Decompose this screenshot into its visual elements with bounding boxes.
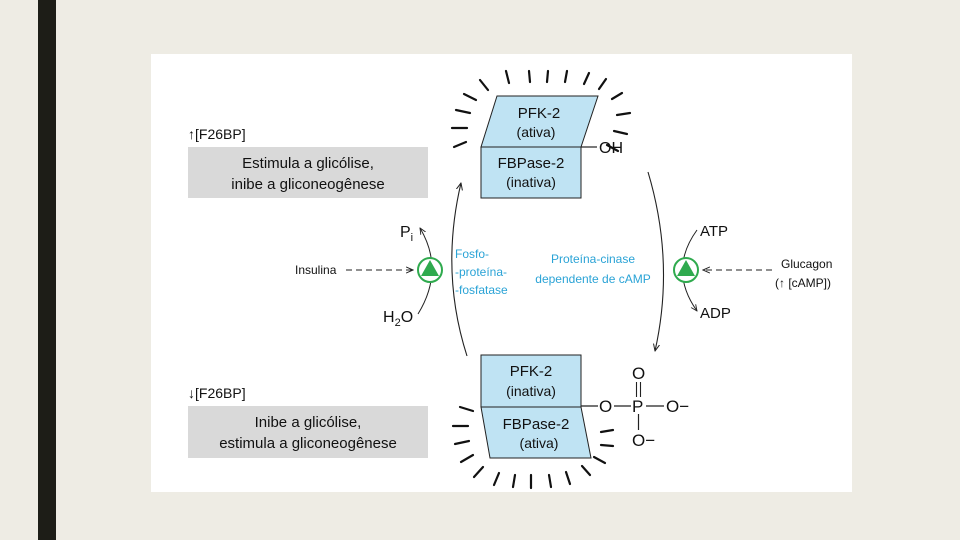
phosphate-o-right: O− — [666, 397, 689, 416]
bottom-activity-rays — [451, 405, 615, 490]
phosphate-p: P — [632, 397, 643, 416]
oh-group: OH — [599, 140, 623, 157]
top-effect-line2: inibe a gliconeogênese — [231, 176, 384, 193]
top-fbpase2-name: FBPase-2 — [498, 155, 565, 172]
phosphorylation-arrow — [647, 171, 665, 351]
phosphate-o-left: O — [599, 397, 612, 416]
bottom-pfk2-state: (inativa) — [506, 383, 556, 399]
top-effect-line1: Estimula a glicólise, — [242, 155, 374, 172]
glucagon-label: Glucagon — [781, 257, 832, 271]
bottom-effect-note — [188, 406, 428, 458]
water-label: H2O — [383, 309, 413, 329]
bottom-effect-line1: Inibe a glicólise, — [255, 414, 362, 431]
phosphate-o-bottom: O− — [632, 431, 655, 450]
bottom-pfk2-name: PFK-2 — [510, 363, 553, 380]
camp-label: (↑ [cAMP]) — [775, 276, 831, 290]
phosphatase-line3: -fosfatase — [455, 283, 508, 297]
top-pfk2-state: (ativa) — [517, 124, 556, 140]
bottom-fbpase2-box — [480, 406, 592, 459]
adp-label: ADP — [700, 305, 731, 322]
atp-label: ATP — [700, 223, 728, 240]
top-fbpase2-state: (inativa) — [506, 174, 556, 190]
top-fbpase2-box — [480, 146, 582, 199]
bottom-fbpase2-state: (ativa) — [520, 435, 559, 451]
pi-label: Pi — [400, 224, 413, 244]
top-effect-note — [188, 147, 428, 198]
top-pfk2-name: PFK-2 — [518, 105, 561, 122]
bottom-f26bp-indicator: ↓[F26BP] — [188, 385, 246, 401]
glucagon-activation-icon — [673, 257, 699, 283]
insulin-label: Insulina — [295, 263, 337, 277]
top-f26bp-indicator: ↑[F26BP] — [188, 126, 246, 142]
phosphatase-line1: Fosfo- — [455, 247, 489, 261]
phosphate-group: O P O− O O− — [581, 364, 689, 450]
phosphate-o-top: O — [632, 364, 645, 383]
bottom-effect-line2: estimula a gliconeogênese — [219, 435, 397, 452]
kinase-line1: Proteína-cinase — [551, 252, 635, 266]
slide-side-bar — [38, 0, 56, 540]
insulin-activation-icon — [417, 257, 443, 283]
bottom-fbpase2-name: FBPase-2 — [503, 416, 570, 433]
kinase-line2: dependente de cAMP — [535, 272, 650, 286]
top-activity-rays — [450, 69, 632, 153]
dephosphorylation-arrow — [451, 183, 468, 357]
phosphatase-line2: -proteína- — [455, 265, 507, 279]
